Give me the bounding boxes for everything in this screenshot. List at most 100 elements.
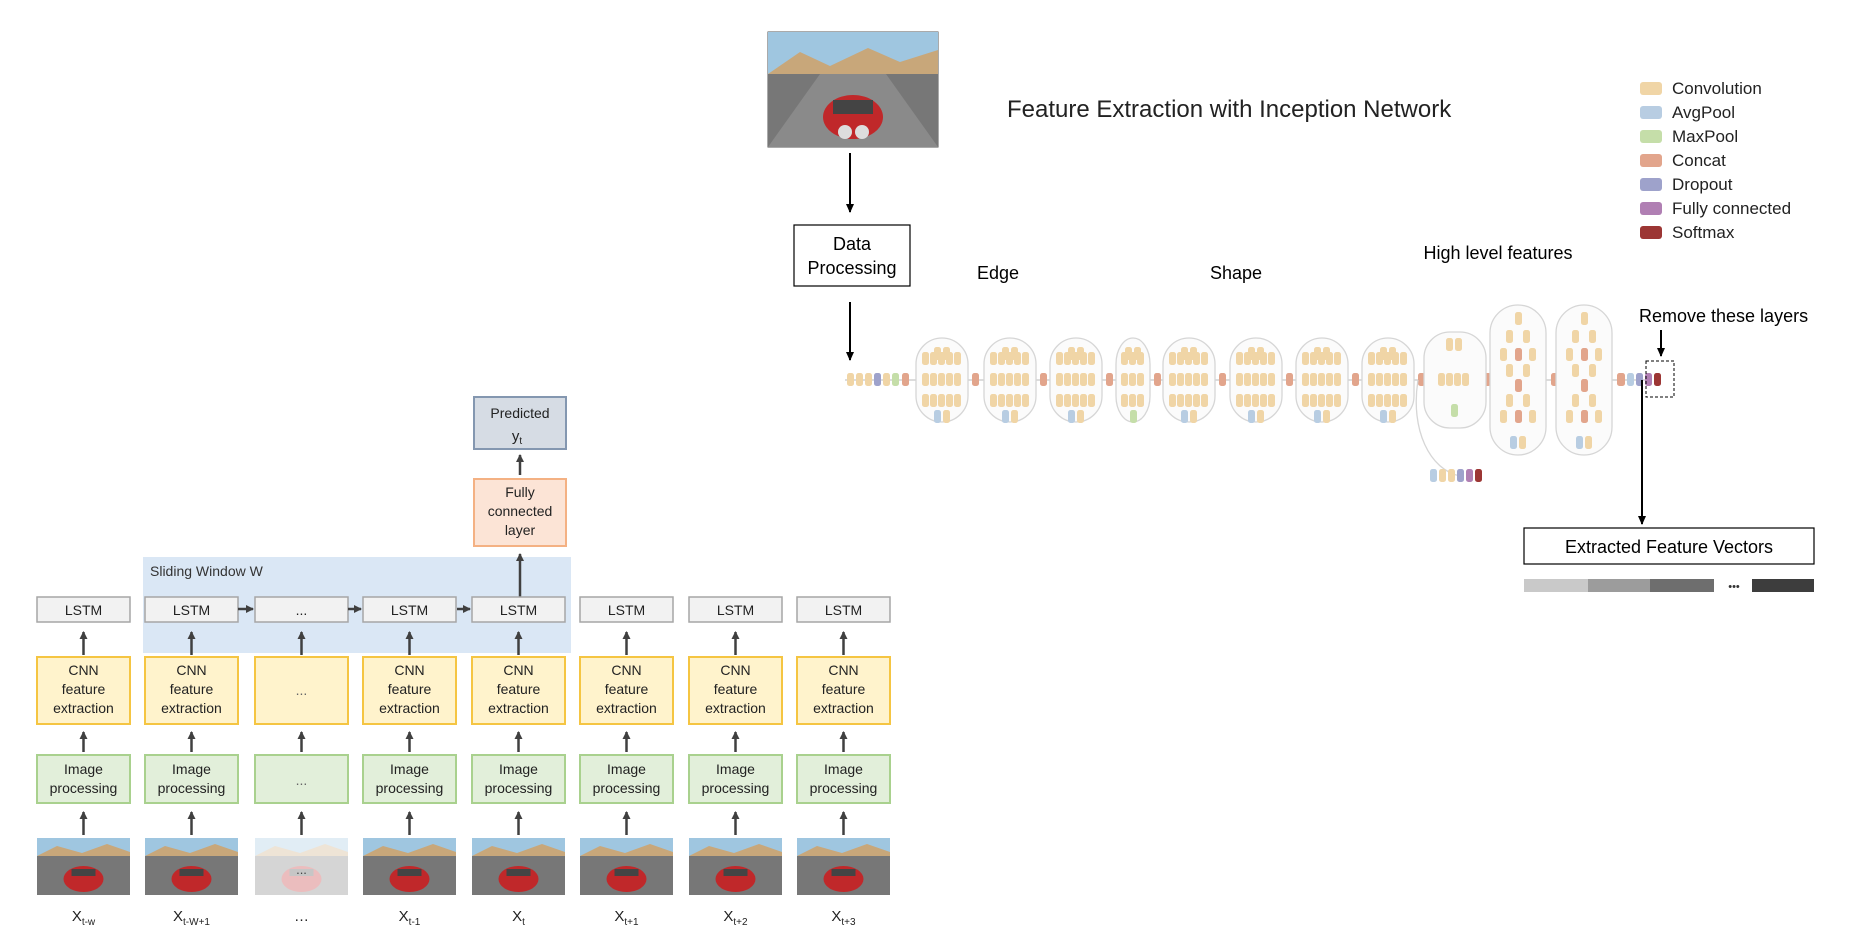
- aux-classifier-layer: [1457, 469, 1464, 482]
- cnn-label-line3: extraction: [53, 700, 114, 716]
- module-conv: [1137, 394, 1144, 407]
- cnn-label-line3: extraction: [596, 700, 657, 716]
- module-conv: [1064, 373, 1071, 386]
- predicted-output-box: Predicted yt: [473, 396, 567, 450]
- frame-hills: [255, 844, 348, 856]
- module-conv: [1244, 373, 1251, 386]
- feature-vector-dots: •••: [1728, 581, 1740, 593]
- module-conv: [998, 394, 1005, 407]
- module-conv: [946, 394, 953, 407]
- feature-vector-bar: •••: [1524, 579, 1814, 593]
- cnn-label-line2: feature: [170, 681, 214, 697]
- module-concat: [1352, 373, 1359, 386]
- module-conv: [1368, 373, 1375, 386]
- img-label-line1: Image: [172, 761, 211, 777]
- module-maxpool: [1451, 404, 1458, 417]
- module-conv: [1323, 410, 1330, 423]
- module-conv: [1244, 394, 1251, 407]
- module-conv: [1302, 373, 1309, 386]
- timestep-label-base: X: [399, 908, 409, 925]
- lstm-box: [471, 596, 566, 623]
- module-conv: [1129, 373, 1136, 386]
- cnn-box: [688, 656, 783, 725]
- legend-swatch: [1640, 82, 1662, 95]
- frame-car-window: [831, 869, 856, 876]
- module-conv: [1252, 373, 1259, 386]
- lstm-box: [579, 596, 674, 623]
- module-conv: [1088, 394, 1095, 407]
- module-conv: [954, 352, 961, 365]
- module-conv: [1566, 348, 1573, 361]
- module-conv: [1064, 352, 1071, 365]
- cnn-label-line2: feature: [388, 681, 432, 697]
- module-conv: [1011, 410, 1018, 423]
- module-conv: [1506, 330, 1513, 343]
- module-conv: [1454, 373, 1461, 386]
- module-conv: [1506, 394, 1513, 407]
- cnn-label-line3: extraction: [813, 700, 874, 716]
- lstm-box: [144, 596, 239, 623]
- module-conv: [1252, 352, 1259, 365]
- module-conv: [1080, 352, 1087, 365]
- timestep-label: Xt-W+1: [173, 908, 210, 928]
- module-conv: [1268, 373, 1275, 386]
- remove-layers-label: Remove these layers: [1639, 306, 1808, 326]
- cnn-label-line3: extraction: [488, 700, 549, 716]
- module-conv: [1376, 394, 1383, 407]
- stem-layer: [856, 373, 863, 386]
- module-concat: [972, 373, 979, 386]
- image-processing-box: [796, 754, 891, 804]
- module-conv: [1072, 394, 1079, 407]
- module-conv: [1376, 352, 1383, 365]
- timestep-label-subscript: t+2: [733, 917, 748, 928]
- sliding-window-label: Sliding Window W: [150, 563, 264, 579]
- module-concat: [1515, 379, 1522, 392]
- module-conv: [1310, 394, 1317, 407]
- lstm-box: [796, 596, 891, 623]
- module-conv: [1129, 394, 1136, 407]
- frame-thumbnail: [145, 838, 238, 895]
- module-conv: [1177, 394, 1184, 407]
- module-conv: [1302, 352, 1309, 365]
- lstm-label: LSTM: [65, 602, 102, 618]
- module-concat: [1515, 348, 1522, 361]
- module-conv: [1169, 352, 1176, 365]
- module-conv: [1310, 352, 1317, 365]
- image-processing-box: [362, 754, 457, 804]
- module-conv: [1595, 348, 1602, 361]
- frame-ellipsis: ...: [296, 862, 307, 877]
- module-conv: [954, 394, 961, 407]
- data-processing-box: Data Processing: [793, 224, 911, 287]
- module-conv: [922, 352, 929, 365]
- module-conv: [1236, 394, 1243, 407]
- stem-layer: [883, 373, 890, 386]
- module-conv: [1500, 348, 1507, 361]
- module-conv: [1566, 410, 1573, 423]
- frame-thumbnail: [797, 838, 890, 895]
- predicted-line1: Predicted: [490, 405, 549, 421]
- module-avgpool: [934, 410, 941, 423]
- module-conv: [1006, 373, 1013, 386]
- legend-label: Concat: [1672, 151, 1726, 170]
- module-conv: [1236, 352, 1243, 365]
- frame-hills: [580, 844, 673, 856]
- image-processing-box: [471, 754, 566, 804]
- img-label-line1: Image: [716, 761, 755, 777]
- fc-line1: Fully: [505, 484, 535, 500]
- module-conv: [1077, 410, 1084, 423]
- module-conv: [1302, 394, 1309, 407]
- module-conv: [1368, 352, 1375, 365]
- module-concat: [1219, 373, 1226, 386]
- timestep-label-base: X: [614, 908, 624, 925]
- tail-layer: [1645, 373, 1652, 386]
- cnn-box: [579, 656, 674, 725]
- lstm-box: [688, 596, 783, 623]
- frame-car: [281, 866, 322, 892]
- module-conv: [1595, 410, 1602, 423]
- frame-car-window: [723, 869, 748, 876]
- timestep-label-subscript: t+1: [624, 917, 639, 928]
- cnn-label-line2: feature: [714, 681, 758, 697]
- module-conv: [998, 352, 1005, 365]
- timestep-label: Xt: [512, 908, 525, 928]
- module-conv: [1462, 373, 1469, 386]
